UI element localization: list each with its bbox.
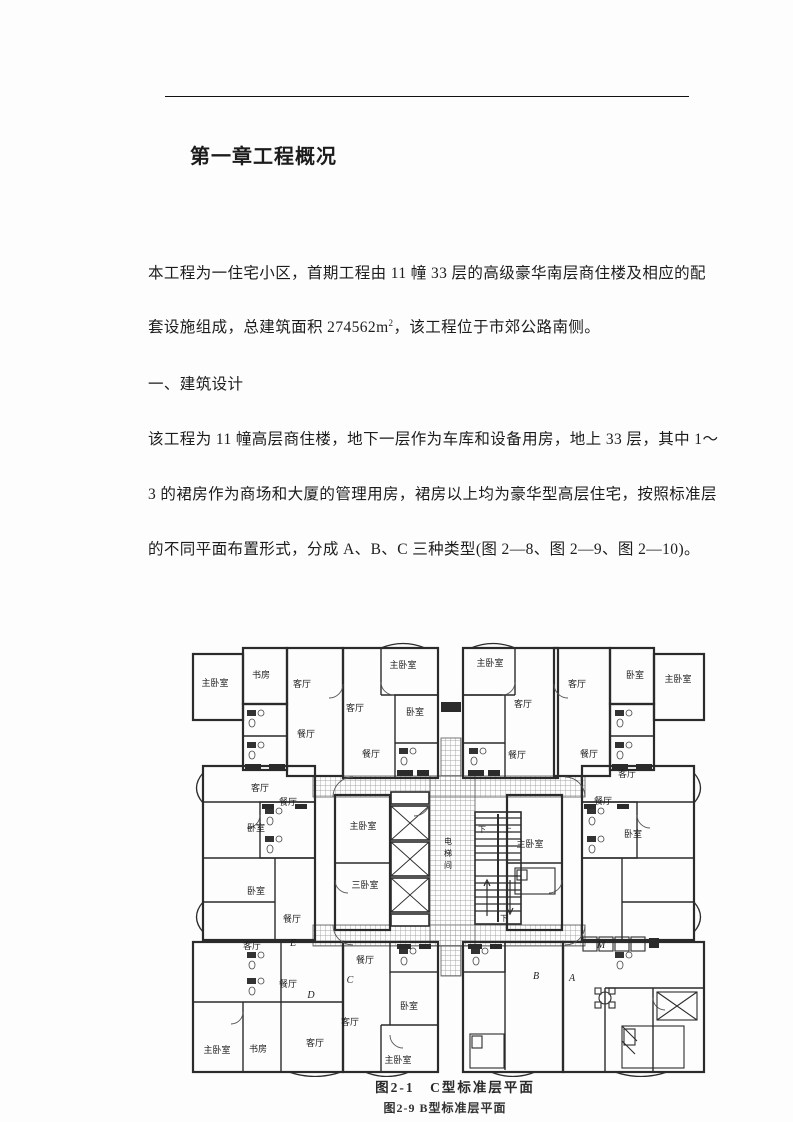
- room-label: 卧室: [406, 706, 424, 717]
- room-label: 餐厅: [297, 728, 315, 739]
- room-label: 餐厅: [580, 748, 598, 759]
- room-label: 客厅: [243, 940, 261, 951]
- unit-letter: A: [568, 973, 576, 984]
- room-label: 餐厅: [362, 748, 380, 759]
- room-label: 主卧室: [516, 838, 543, 849]
- kitchen-units: [582, 936, 646, 952]
- room-label: 客厅: [568, 678, 586, 689]
- core-label: 下: [478, 825, 486, 834]
- paragraph1-line2-pre: 套设施组成，总建筑面积 274562m: [148, 319, 389, 336]
- figure-caption-primary: 图2-1 C型标准层平面: [375, 1080, 535, 1095]
- unit-letters: E D C B A M: [289, 938, 606, 1001]
- room-label: 餐厅: [594, 795, 612, 806]
- core-label: 梯: [444, 848, 452, 858]
- room-label: 餐厅: [279, 796, 297, 807]
- fixtures-dark: [245, 702, 659, 949]
- room-label: 餐厅: [283, 913, 301, 924]
- unit-letter: C: [347, 975, 354, 986]
- section1-heading: 一、建筑设计: [148, 376, 244, 393]
- room-label: 卧室: [624, 828, 642, 839]
- room-label: 主卧室: [201, 677, 228, 688]
- room-label: 客厅: [251, 782, 269, 793]
- core-label: 下: [500, 914, 508, 923]
- room-label: 主卧室: [664, 673, 691, 684]
- paragraph1-line1: 本工程为一住宅小区，首期工程由 11 幢 33 层的高级豪华南层商住楼及相应的配: [148, 265, 706, 282]
- figure-caption-secondary: 图2-9 B型标准层平面: [383, 1101, 507, 1115]
- room-label: 主卧室: [476, 657, 503, 668]
- paragraph2-line1: 该工程为 11 幢高层商住楼，地下一层作为车库和设备用房，地上 33 层，其中 …: [148, 431, 719, 448]
- paragraph1-line2-post: ，该工程位于市郊公路南侧。: [393, 319, 601, 336]
- room-label: 书房: [249, 1043, 267, 1054]
- paragraph1-line2: 套设施组成，总建筑面积 274562m2，该工程位于市郊公路南侧。: [148, 315, 728, 337]
- door-arcs: [230, 681, 666, 1049]
- room-label: 客厅: [341, 1016, 359, 1027]
- room-labels: 主卧室书房客厅餐厅客厅主卧室卧室餐厅主卧室客厅餐厅客厅卧室主卧室餐厅客厅餐厅卧室…: [201, 657, 691, 1065]
- room-label: 卧室: [626, 669, 644, 680]
- room-label: 主卧室: [349, 820, 376, 831]
- room-label: 餐厅: [279, 978, 297, 989]
- core-label: 上: [504, 825, 512, 834]
- room-label: 卧室: [400, 1000, 418, 1011]
- room-label: 餐厅: [356, 954, 374, 965]
- room-label: 三卧室: [351, 879, 378, 890]
- paragraph2-line2: 3 的裙房作为商场和大厦的管理用房，裙房以上均为豪华型高层住宅，按照标准层: [148, 486, 717, 503]
- room-label: 餐厅: [508, 749, 526, 760]
- chapter-heading: 第一章工程概况: [190, 146, 337, 168]
- core-label: 电: [444, 836, 452, 846]
- room-label: 客厅: [514, 698, 532, 709]
- room-label: 主卧室: [203, 1044, 230, 1055]
- room-label: 书房: [252, 669, 270, 680]
- square-meter-superscript: 2: [388, 317, 394, 328]
- room-label: 客厅: [618, 768, 636, 779]
- room-label: 主卧室: [384, 1054, 411, 1065]
- unit-letter: B: [533, 971, 539, 982]
- top-rule: [165, 96, 689, 97]
- unit-letter: D: [306, 990, 315, 1001]
- room-label: 客厅: [306, 1037, 324, 1048]
- room-label: 卧室: [247, 885, 265, 896]
- floor-plan-figure: 主卧室书房客厅餐厅客厅主卧室卧室餐厅主卧室客厅餐厅客厅卧室主卧室餐厅客厅餐厅卧室…: [191, 642, 706, 1077]
- furniture: [469, 867, 698, 1069]
- room-label: 客厅: [293, 678, 311, 689]
- unit-letter: M: [596, 940, 606, 951]
- bay-windows: [195, 642, 702, 1077]
- core-label: 间: [444, 861, 452, 870]
- room-label: 卧室: [247, 822, 265, 833]
- core-labels: 电梯间下上下: [444, 825, 512, 923]
- room-label: 客厅: [346, 702, 364, 713]
- unit-letter: E: [289, 938, 296, 949]
- paragraph2-line3: 的不同平面布置形式，分成 A、B、C 三种类型(图 2—8、图 2—9、图 2—…: [148, 541, 700, 558]
- inner-walls: [193, 648, 704, 1072]
- elevator-bank: [390, 791, 430, 927]
- room-label: 主卧室: [389, 659, 416, 670]
